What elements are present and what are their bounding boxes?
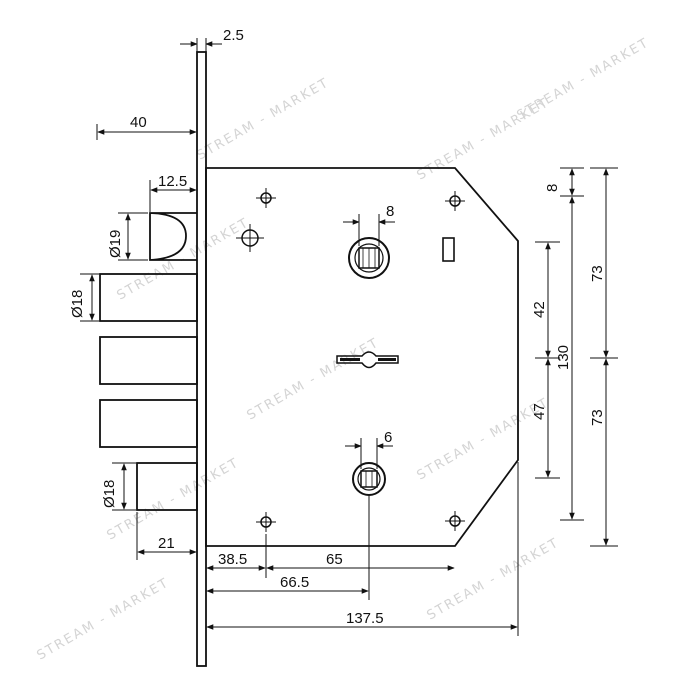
dim-height-73 (590, 167, 618, 547)
keyhole (336, 351, 399, 369)
dim-label-38-5: 38.5 (218, 551, 247, 568)
dim-cylinder-square (343, 214, 395, 246)
dim-bolt-bottom-diameter (112, 462, 136, 511)
spindle-hub-upper (348, 237, 390, 279)
dim-label-12-5: 12.5 (158, 173, 187, 190)
dim-label-137-5: 137.5 (346, 610, 384, 627)
watermark-8: STREAM - MARKET (425, 535, 563, 623)
watermark-2: STREAM - MARKET (195, 75, 333, 163)
dim-faceplate-thickness (180, 38, 222, 52)
dim-label-bolt-top-diameter: Ø18 (69, 290, 86, 318)
dim-backset-40 (96, 124, 197, 140)
screw-hole-top-right (445, 191, 465, 211)
bottom-bolt (136, 462, 198, 511)
lock-body (205, 167, 519, 547)
dim-label-2-5: 2.5 (223, 27, 244, 44)
dim-height-8 (560, 167, 584, 197)
dim-label-cylinder-square: 8 (386, 203, 394, 220)
dim-label-height-130: 130 (555, 345, 572, 370)
dim-label-height-73-upper: 73 (589, 265, 606, 282)
dim-label-40: 40 (130, 114, 147, 131)
dim-bottom-offsets (206, 462, 519, 636)
deadbolt-3 (99, 399, 198, 448)
dim-bolt-top-diameter (80, 273, 99, 322)
dim-label-latch-diameter: Ø19 (107, 230, 124, 258)
dim-label-height-73-lower: 73 (589, 409, 606, 426)
dim-label-height-47: 47 (531, 403, 548, 420)
dim-label-follower-square: 6 (384, 429, 392, 446)
deadbolt-1 (99, 273, 198, 322)
watermark-4: STREAM - MARKET (515, 35, 653, 123)
deadbolt-2 (99, 336, 198, 385)
watermark-5: STREAM - MARKET (245, 335, 383, 423)
screw-hole-bottom-left (256, 512, 276, 532)
dim-bolt-throw (136, 512, 197, 560)
dim-label-bolt-throw: 21 (158, 535, 175, 552)
dim-follower-square (345, 438, 393, 469)
dim-label-height-8: 8 (544, 184, 561, 192)
screw-hole-top-left (256, 188, 276, 208)
dim-height-42 (535, 241, 560, 359)
dim-label-height-42: 42 (531, 301, 548, 318)
dim-label-66-5: 66.5 (280, 574, 309, 591)
dim-latch-offset (149, 180, 197, 212)
watermark-9: STREAM - MARKET (105, 455, 243, 543)
mount-hole-left (236, 224, 264, 252)
screw-hole-bottom-right (445, 511, 465, 531)
spindle-hub-lower (352, 462, 386, 496)
dim-label-bolt-bottom-diameter: Ø18 (101, 480, 118, 508)
latch-bolt (149, 212, 197, 261)
small-slot (442, 237, 455, 262)
dim-latch-diameter (118, 212, 148, 261)
dim-label-65: 65 (326, 551, 343, 568)
dim-height-130 (560, 196, 584, 521)
dim-height-47 (535, 358, 560, 479)
watermark-7: STREAM - MARKET (35, 575, 173, 663)
